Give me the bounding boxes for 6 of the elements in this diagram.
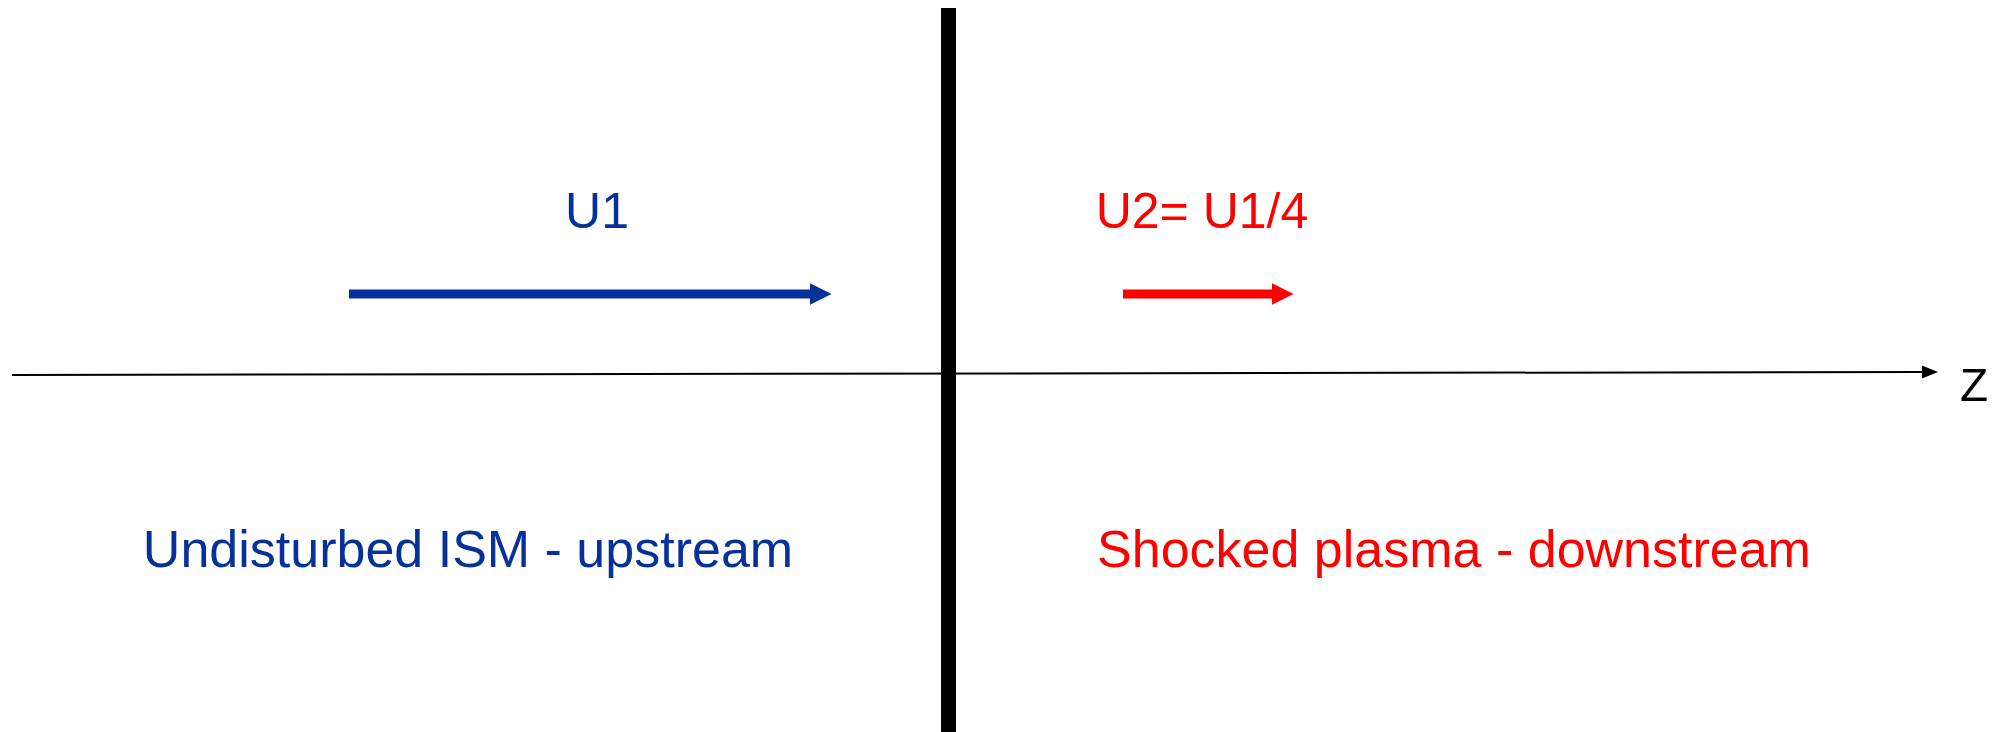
region-label: Undisturbed ISM - upstream: [142, 520, 794, 580]
velocity-label: U2= U1/4: [1095, 183, 1309, 241]
axis-label: Z: [1959, 358, 1989, 412]
region-label: Shocked plasma - downstream: [1097, 520, 1811, 580]
shock-front: [941, 8, 956, 732]
velocity-label: U1: [565, 183, 629, 241]
